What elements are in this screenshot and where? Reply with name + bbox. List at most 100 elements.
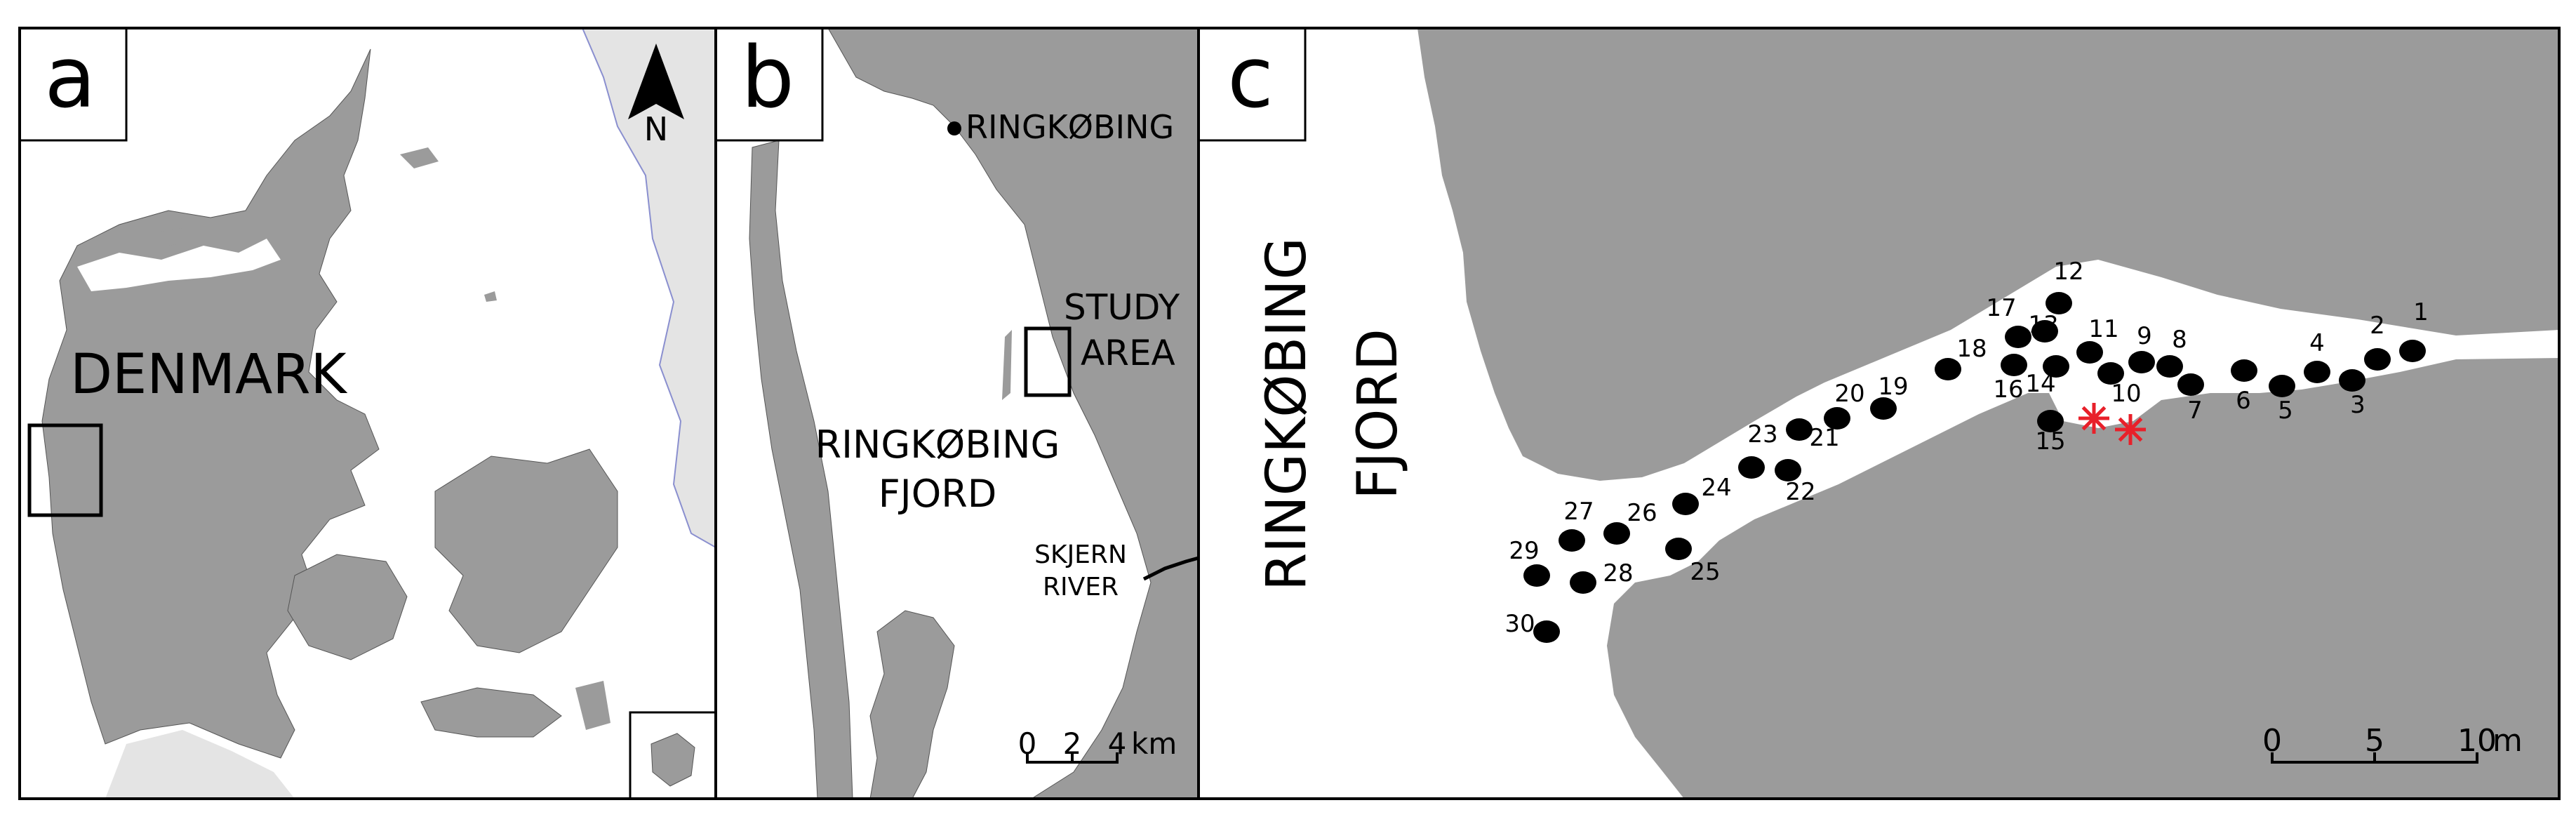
sample-site-label: 3: [2350, 391, 2365, 419]
sample-site-dot-icon: [1738, 456, 1765, 479]
panel-a-letter-box: [18, 27, 128, 142]
sample-site-dot-icon: [1775, 459, 1801, 481]
panel-c-south-land: [1607, 358, 2559, 799]
sample-site-label: 16: [1993, 375, 2023, 404]
sample-site-dot-icon: [2231, 359, 2257, 382]
sample-site-label: 17: [1986, 294, 2016, 322]
panel-c-scale-tick-0: 0: [2262, 723, 2282, 759]
panel-b-scale-bar: [1026, 752, 1119, 764]
sample-site-label: 5: [2278, 397, 2293, 425]
sample-site-dot-icon: [1570, 571, 1596, 594]
sample-site-dot-icon: [1824, 407, 1850, 430]
panel-c-north-land: [1417, 28, 2559, 481]
panel-c: 1234567891011121314151617181920212223242…: [1197, 27, 2561, 800]
town-dot-icon: [947, 121, 961, 135]
panel-b-scale-tick-1: 2: [1063, 726, 1082, 761]
sample-site-label: 10: [2111, 380, 2141, 408]
panel-b-south-peninsula: [869, 610, 955, 799]
sample-site-dot-icon: [2364, 348, 2391, 371]
sample-site-label: 20: [1834, 380, 1864, 408]
sample-site-dot-icon: [1559, 529, 1585, 552]
sample-site-dot-icon: [2269, 375, 2295, 397]
panel-a-north-label: N: [644, 110, 668, 148]
panel-a-islet-1: [161, 228, 189, 246]
panel-b-study-area-line2: AREA: [1081, 333, 1175, 373]
panel-b: RINGKØBING STUDY AREA RINGKØBING FJORD S…: [714, 27, 1200, 800]
panel-a-bornholm: [650, 733, 695, 787]
sample-site-label: 18: [1956, 335, 1987, 363]
sample-site-dot-icon: [1523, 564, 1550, 587]
panel-b-study-area-box: [1024, 326, 1072, 397]
sample-site-label: 9: [2137, 322, 2152, 350]
panel-a-country-label: DENMARK: [70, 343, 348, 406]
panel-c-letter: c: [1227, 29, 1274, 127]
panel-b-letter: b: [741, 29, 794, 127]
panel-a-location-box: [27, 423, 103, 517]
sample-site-dot-icon: [2043, 355, 2069, 378]
sample-site-label: 26: [1627, 499, 1657, 527]
sample-site-label: 24: [1701, 474, 1731, 502]
sample-site-label: 13: [2028, 311, 2058, 339]
panel-c-scale-bar: [2271, 752, 2478, 764]
panel-c-fjord-line1: RINGKØBING: [1255, 237, 1319, 591]
sample-site-label: 7: [2187, 397, 2203, 425]
panel-b-town-label: RINGKØBING: [966, 108, 1174, 146]
sample-site-dot-icon: [2037, 410, 2064, 432]
panel-b-fjord-line2: FJORD: [879, 472, 997, 516]
panel-a-lolland: [420, 687, 562, 738]
panel-a: DENMARK N a: [18, 27, 717, 800]
sample-site-dot-icon: [2399, 340, 2426, 362]
panel-c-letter-box: [1197, 27, 1307, 142]
sample-site-dot-icon: [1672, 493, 1699, 515]
panel-c-stars: [2078, 403, 2146, 445]
sample-site-dot-icon: [2001, 354, 2027, 376]
sample-site-label: 8: [2172, 326, 2187, 354]
sample-site-label: 30: [1504, 610, 1535, 638]
panel-b-east-land: [827, 27, 1199, 799]
sample-site-label: 23: [1747, 420, 1777, 448]
sample-site-label: 15: [2035, 427, 2065, 456]
sample-site-label: 4: [2309, 329, 2325, 357]
sample-site-dot-icon: [1603, 522, 1630, 545]
sample-site-label: 22: [1785, 478, 1815, 506]
panel-b-river-line1: SKJERN: [1034, 540, 1127, 569]
sample-site-label: 2: [2370, 312, 2385, 340]
sample-site-dot-icon: [2005, 326, 2031, 348]
sample-site-label: 6: [2236, 387, 2251, 415]
panel-b-river-line2: RIVER: [1043, 573, 1119, 601]
panel-a-limfjord: [77, 239, 281, 291]
sample-site-dot-icon: [1533, 620, 1560, 643]
red-star-icon: [2115, 414, 2146, 445]
panel-a-zealand: [434, 448, 618, 653]
panel-b-scale-tick-2: 4: [1108, 726, 1127, 761]
panel-c-scale-tick-1: 5: [2365, 723, 2384, 759]
panel-b-scale-tick-0: 0: [1018, 726, 1037, 761]
sample-site-label: 27: [1563, 498, 1594, 526]
panel-b-scale-unit: km: [1131, 726, 1177, 761]
sample-site-label: 12: [2053, 258, 2083, 286]
panel-a-letter: a: [44, 29, 96, 127]
panel-c-scale-unit: m: [2492, 723, 2523, 759]
panel-b-study-area-line1: STUDY: [1064, 287, 1180, 328]
sample-site-dot-icon: [2076, 341, 2103, 364]
sample-site-dot-icon: [1786, 418, 1813, 441]
sample-site-dot-icon: [1935, 358, 1961, 380]
panel-b-letter-box: [714, 27, 824, 142]
sample-site-dot-icon: [2046, 292, 2072, 314]
panel-b-fjord-line1: RINGKØBING: [815, 423, 1060, 467]
sample-site-dot-icon: [2097, 362, 2124, 385]
red-star-icon: [2078, 403, 2109, 434]
sample-site-label: 28: [1603, 559, 1633, 587]
north-arrow-icon: [628, 44, 684, 119]
panel-c-frame: [1197, 27, 2561, 800]
sample-site-label: 11: [2088, 315, 2118, 343]
sample-site-label: 25: [1690, 558, 1720, 586]
panel-b-skjern-river: [1142, 556, 1199, 581]
sample-site-dot-icon: [2339, 369, 2365, 392]
sample-site-dot-icon: [1665, 538, 1692, 560]
panel-a-island-anholt: [400, 147, 439, 168]
panel-a-germany: [105, 730, 295, 799]
sample-site-label: 21: [1809, 424, 1839, 452]
panel-a-falster: [575, 681, 610, 730]
